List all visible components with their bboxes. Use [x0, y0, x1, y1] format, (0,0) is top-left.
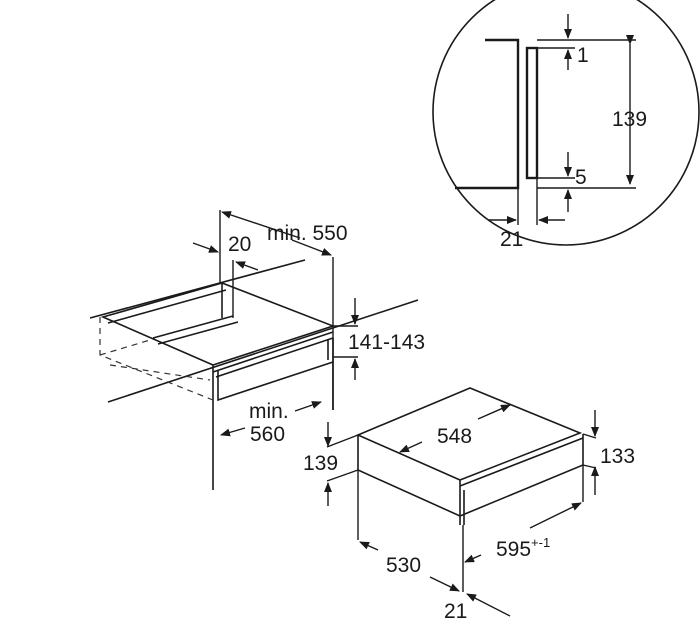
niche-width-label: 560 — [250, 423, 285, 446]
detail-view: 1 5 139 21 — [432, 0, 700, 251]
niche-height-label: 141-143 — [348, 331, 425, 354]
appliance-height-label: 133 — [600, 445, 635, 468]
top-gap-label: 1 — [577, 44, 589, 67]
appliance-width-label: 595+-1 — [496, 535, 550, 561]
detail-height-label: 139 — [612, 108, 647, 131]
niche-offset-label: 20 — [228, 233, 251, 256]
appliance-front-depth-label: 21 — [444, 600, 467, 623]
appliance-total-height-label: 139 — [303, 452, 338, 475]
appliance-drawing: 139 133 548 595+-1 530 21 — [303, 387, 635, 623]
niche-drawing: min. 550 20 141-143 min. 560 — [89, 210, 425, 490]
detail-depth-label: 21 — [500, 228, 523, 251]
niche-width-min-label: min. — [249, 400, 289, 423]
detail-circle — [432, 0, 700, 246]
niche-depth-label: min. 550 — [267, 222, 348, 245]
front-panel-profile — [525, 46, 539, 180]
cabinet-profile — [455, 38, 520, 190]
bottom-gap-label: 5 — [575, 166, 587, 189]
appliance-depth-label: 548 — [437, 425, 472, 448]
appliance-body-depth-label: 530 — [386, 554, 421, 577]
